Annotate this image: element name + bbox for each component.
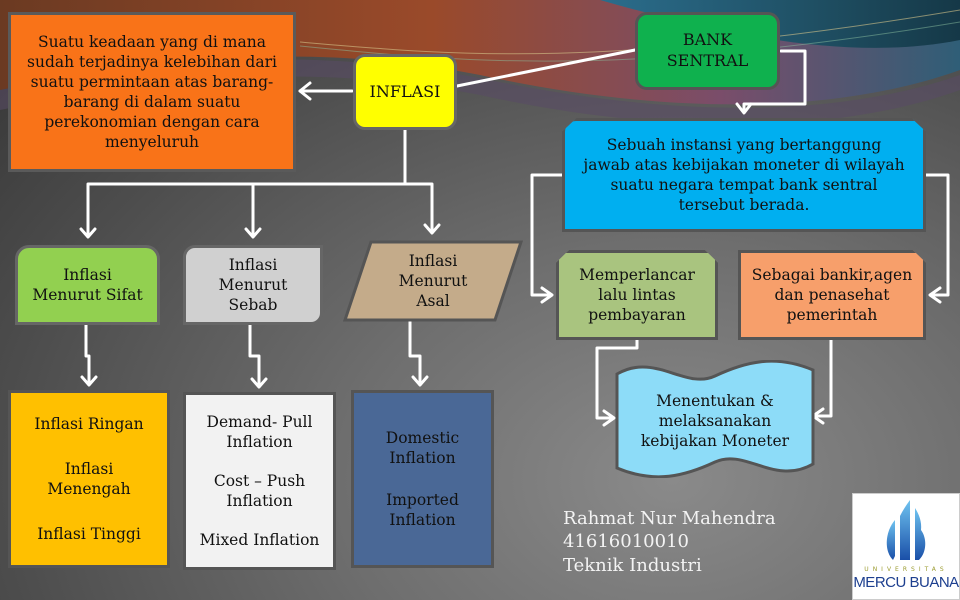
kebijakan-moneter-node: Menentukan & melaksanakan kebijakan Mone… bbox=[615, 360, 815, 478]
list-item-text: Inflation bbox=[389, 511, 456, 530]
list-item-text: Imported bbox=[386, 491, 459, 509]
list-item-text: Demand- Pull bbox=[206, 413, 313, 432]
bankir-label: dan penasehat bbox=[774, 285, 890, 304]
bank-sentral-label: BANK bbox=[682, 30, 733, 50]
perlancar-label: pembayaran bbox=[588, 306, 686, 325]
flame-logo-icon bbox=[886, 500, 926, 560]
inflation-definition-box: Suatu keadaan yang di mana sudah terjadi… bbox=[8, 12, 296, 172]
author-department: Teknik Industri bbox=[563, 554, 702, 576]
definition-line: suatu permintaan atas barang- bbox=[30, 72, 274, 91]
university-logo: UNIVERSITAS MERCU BUANA bbox=[852, 493, 960, 600]
bank-desc-line: suatu negara tempat bank sentral bbox=[610, 176, 878, 194]
bankir-agen-node: Sebagai bankir,agen dan penasehat pemeri… bbox=[738, 250, 926, 340]
parallelogram-shape bbox=[343, 240, 523, 322]
list-item-text: Menengah bbox=[47, 479, 131, 498]
definition-line: Suatu keadaan yang di mana bbox=[38, 32, 266, 51]
bank-desc-line: Sebuah instansi yang bertanggung bbox=[606, 135, 882, 154]
definition-line: menyeluruh bbox=[104, 133, 200, 152]
bankir-label: pemerintah bbox=[786, 306, 878, 325]
bank-desc-line: jawab atas kebijakan moneter di wilayah bbox=[583, 155, 905, 174]
list-item-text: Inflation bbox=[226, 433, 293, 452]
memperlancar-node: Memperlancar lalu lintas pembayaran bbox=[556, 250, 718, 340]
bank-desc-line: tersebut berada. bbox=[678, 196, 810, 215]
list-item-text: Cost – Push bbox=[213, 471, 306, 490]
list-item: Inflasi Tinggi bbox=[37, 524, 141, 544]
logo-name: MERCU BUANA bbox=[853, 574, 959, 591]
list-item: Mixed Inflation bbox=[200, 530, 320, 550]
sifat-label: Inflasi bbox=[63, 265, 112, 284]
definition-line: sudah terjadinya kelebihan dari bbox=[27, 52, 277, 71]
sebab-label: Menurut bbox=[218, 275, 288, 294]
bank-sentral-description-box: Sebuah instansi yang bertanggung jawab a… bbox=[562, 118, 926, 232]
asal-label: Menurut bbox=[398, 271, 468, 290]
inflasi-label: INFLASI bbox=[369, 81, 441, 101]
author-id: 41616010010 bbox=[563, 531, 689, 553]
bankir-label: Sebagai bankir,agen bbox=[751, 265, 913, 284]
kebijakan-label: kebijakan Moneter bbox=[640, 432, 790, 451]
list-item-text: Domestic bbox=[385, 428, 460, 447]
inflasi-menurut-asal-node: Inflasi Menurut Asal bbox=[343, 240, 523, 322]
definition-line: perekonomian dengan cara bbox=[44, 113, 260, 132]
logo-top-text: UNIVERSITAS bbox=[864, 566, 948, 573]
bank-sentral-label: SENTRAL bbox=[666, 51, 749, 70]
bank-sentral-node: BANK SENTRAL bbox=[635, 12, 780, 90]
sebab-label: Inflasi bbox=[228, 255, 278, 274]
list-item-text: Mixed Inflation bbox=[199, 530, 320, 549]
list-item-text: Inflation bbox=[226, 492, 293, 511]
asal-label: Inflasi bbox=[408, 251, 458, 270]
definition-line: barang di dalam suatu bbox=[63, 93, 241, 111]
perlancar-label: lalu lintas bbox=[598, 285, 676, 304]
list-item-text: Inflasi bbox=[64, 459, 114, 478]
punched-tape-shape bbox=[615, 360, 815, 478]
kebijakan-label: melaksanakan bbox=[658, 411, 772, 430]
inflasi-menurut-sebab-node: Inflasi Menurut Sebab bbox=[183, 245, 323, 325]
author-info: Rahmat Nur Mahendra 41616010010 Teknik I… bbox=[563, 507, 776, 577]
perlancar-label: Memperlancar bbox=[579, 265, 695, 284]
list-item-text: Inflation bbox=[389, 448, 456, 467]
inflasi-menurut-sifat-node: Inflasi Menurut Sifat bbox=[15, 245, 160, 325]
sebab-label: Sebab bbox=[228, 296, 278, 315]
asal-label: Asal bbox=[416, 292, 450, 311]
list-item-text: Inflasi Ringan bbox=[34, 414, 144, 433]
inflasi-node: INFLASI bbox=[353, 54, 457, 130]
list-item-text: Inflasi Tinggi bbox=[37, 525, 141, 544]
kebijakan-label: Menentukan & bbox=[656, 391, 774, 410]
list-item: Inflasi Ringan bbox=[34, 414, 143, 434]
author-name: Rahmat Nur Mahendra bbox=[563, 508, 776, 529]
sifat-label: Menurut Sifat bbox=[32, 286, 143, 304]
